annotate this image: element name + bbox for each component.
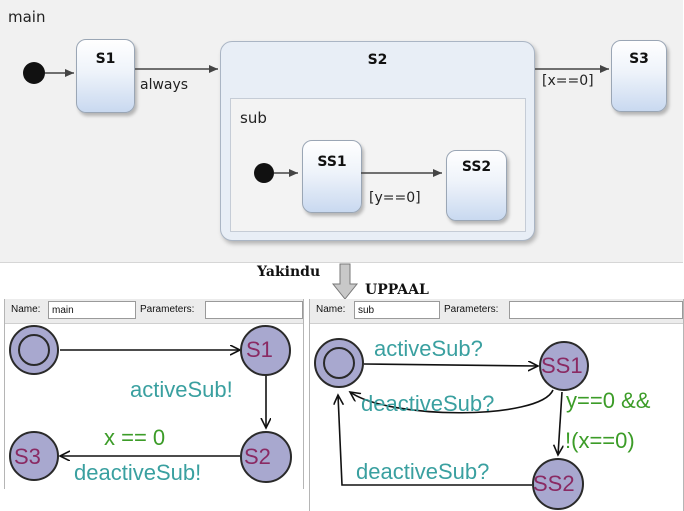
yakindu-label: Yakindu (257, 264, 321, 280)
location-s2[interactable] (240, 431, 292, 483)
transition-label-always: always (140, 77, 189, 93)
template-parameters-field[interactable] (509, 301, 683, 319)
state-ss1[interactable]: SS1 (302, 140, 362, 213)
location-ss2[interactable] (532, 458, 584, 510)
name-label: Name: (316, 304, 346, 315)
edge-label-activesub-receive: activeSub? (374, 336, 483, 361)
uppaal-main-header: Name: Parameters: (5, 299, 303, 324)
state-s3-name: S3 (629, 51, 649, 67)
name-label: Name: (11, 304, 41, 315)
template-name-field[interactable] (354, 301, 440, 319)
state-s2-composite[interactable]: S2 sub SS1 SS2 (220, 41, 535, 241)
location-initial-main[interactable] (9, 325, 59, 375)
state-ss2-name: SS2 (461, 159, 492, 175)
uppaal-label: UPPAAL (365, 282, 429, 298)
template-parameters-field[interactable] (205, 301, 303, 319)
edge-label-activesub-send: activeSub! (130, 377, 233, 402)
location-ss1[interactable] (539, 341, 589, 391)
template-name-field[interactable] (48, 301, 136, 319)
sub-region-label: sub (240, 109, 267, 127)
parameters-label: Parameters: (444, 304, 499, 315)
main-region-label: main (8, 8, 46, 26)
state-s2-name: S2 (367, 52, 388, 68)
location-s3[interactable] (9, 431, 59, 481)
state-ss2[interactable]: SS2 (446, 150, 507, 221)
sub-region: sub SS1 SS2 (230, 98, 526, 232)
location-s3-name: S3 (14, 444, 41, 469)
location-initial-sub[interactable] (314, 338, 364, 388)
initial-marker-inner (323, 347, 355, 379)
yakindu-main-region: main S1 S2 sub SS1 SS2 S3 always [x==0] … (0, 0, 683, 263)
edge-label-deactivesub-send: deactiveSub! (74, 460, 202, 485)
transition-label-x-guard: [x==0] (542, 73, 594, 89)
transform-arrow (331, 263, 359, 300)
location-ss2-name: SS2 (533, 471, 575, 496)
state-s1-name: S1 (95, 51, 116, 67)
state-s1[interactable]: S1 (76, 39, 135, 113)
edge-label-guard-line-1: y==0 && (566, 388, 651, 413)
edge-label-deactivesub-receive-2: deactiveSub? (356, 459, 490, 484)
initial-marker-inner (18, 334, 50, 366)
edge-label-x-guard: x == 0 (104, 425, 166, 450)
location-s1[interactable] (240, 325, 291, 376)
parameters-label: Parameters: (140, 304, 195, 315)
location-ss1-name: SS1 (541, 353, 583, 378)
state-ss1-name: SS1 (317, 154, 347, 170)
uppaal-sub-header: Name: Parameters: (310, 299, 683, 324)
edge-label-guard-line-2: !(x==0) (565, 428, 635, 453)
location-s2-name: S2 (244, 444, 271, 469)
edge-label-deactivesub-receive-1: deactiveSub? (361, 391, 495, 416)
transition-label-y-guard: [y==0] (369, 190, 421, 206)
location-s1-name: S1 (246, 337, 273, 362)
state-s3[interactable]: S3 (611, 40, 667, 112)
